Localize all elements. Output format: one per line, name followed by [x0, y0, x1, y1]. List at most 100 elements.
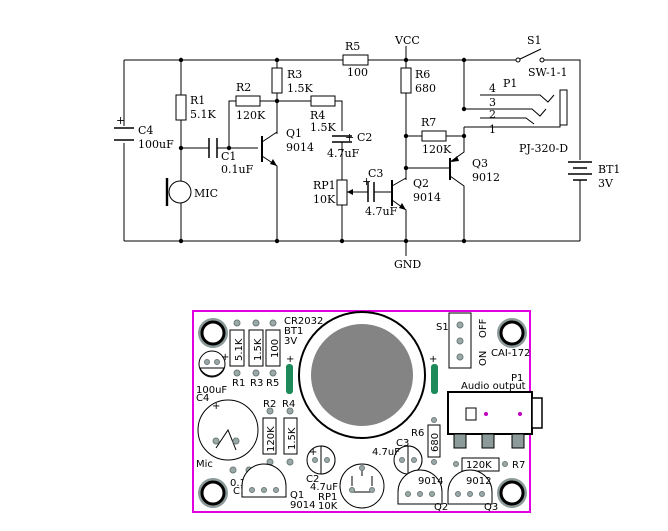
r6-resistor [400, 67, 412, 94]
pcb-r5-value: 100 [270, 339, 281, 358]
pcb-r3 [248, 329, 264, 367]
rp1-ref: RP1 [313, 179, 336, 192]
pad [453, 433, 467, 449]
pad [312, 457, 318, 463]
r7-value: 120K [422, 143, 452, 156]
pcb-c3-label: C3 [396, 438, 409, 449]
pad [273, 487, 279, 493]
q1-value: 9014 [286, 141, 314, 154]
pcb-q3-label: Q3 [484, 502, 498, 513]
mounting-hole [497, 478, 527, 508]
pcb-r1 [229, 329, 245, 367]
pad [204, 359, 210, 365]
pcb-rp1-wiper [351, 468, 373, 493]
p1-pin-3: 3 [489, 96, 496, 109]
pad [212, 437, 220, 445]
r1-ref: R1 [190, 94, 205, 107]
r5-resistor [342, 54, 369, 66]
pcb-q2-value: 9014 [418, 476, 443, 487]
c4-ref: C4 [138, 124, 153, 137]
junction-dot [461, 238, 467, 244]
battery-pad [311, 324, 413, 426]
pad [249, 487, 255, 493]
junction-dot [461, 106, 467, 112]
c2-ref: C2 [357, 131, 372, 144]
s1-ref: S1 [527, 34, 542, 47]
pad [431, 459, 437, 465]
pcb-r1-value: 5.1K [234, 338, 245, 361]
q2-value: 9014 [413, 191, 441, 204]
pad [252, 369, 260, 377]
pad [405, 491, 411, 497]
junction-dot [461, 57, 467, 63]
pad [286, 458, 294, 466]
p1-pin-2: 2 [489, 108, 496, 121]
pad [518, 412, 522, 416]
pad [269, 369, 277, 377]
rp1-wiper-arrow [347, 189, 353, 195]
pcb-layout: CR2032 BT1 3V + + S1 OFF ON CAI-172 P1 A… [192, 310, 543, 513]
mounting-hole [497, 318, 527, 348]
r5-value: 100 [347, 66, 368, 79]
pcb-q3-value: 9012 [466, 476, 491, 487]
pcb-q1-value: 9014 [290, 500, 315, 511]
c3-ref: C3 [368, 167, 383, 180]
r2-resistor [235, 95, 261, 107]
junction-dot [274, 57, 280, 63]
pad [266, 407, 274, 415]
pcb-r5 [265, 329, 281, 367]
pcb-rp1-label: RP1 [318, 492, 337, 503]
vcc-label: VCC [394, 34, 420, 47]
pad [467, 491, 473, 497]
s1-contact [539, 57, 545, 63]
gnd-label: GND [394, 258, 421, 271]
p1-pin3-contact [480, 108, 547, 117]
pad [456, 353, 464, 361]
pcb-r6-label: R6 [411, 428, 424, 439]
pad [479, 491, 485, 497]
pad [229, 466, 237, 474]
pad [481, 433, 495, 449]
pad [349, 487, 355, 493]
schematic: + C4 100uF R1 5.1K MIC C1 0.1uF R2 120K … [114, 34, 620, 271]
junction-dot [178, 57, 184, 63]
p1-pin1-wire [464, 94, 566, 128]
c4-capacitor: + [114, 114, 134, 141]
r1-resistor [175, 94, 187, 121]
pcb-cr2032: CR2032 [284, 316, 323, 327]
bt1-value: 3V [598, 177, 614, 190]
pcb-r6-value: 680 [430, 433, 441, 452]
pad [453, 461, 459, 467]
pcb-r7-label: R7 [512, 460, 525, 471]
junction-dot [339, 238, 345, 244]
pcb-plus: + [286, 354, 294, 365]
r4-ref: R4 [310, 109, 325, 122]
pad [359, 465, 365, 471]
pad [484, 412, 488, 416]
pcb-r4 [283, 417, 298, 455]
c4-value: 100uF [138, 138, 174, 151]
s1-contact [515, 57, 521, 63]
pcb-plus: + [429, 354, 437, 365]
r3-value: 1.5K [287, 82, 313, 95]
pad [286, 407, 294, 415]
c3-plus: + [362, 175, 371, 188]
c2-plus: + [345, 131, 354, 144]
p1-ref: P1 [503, 77, 517, 90]
q3-transistor [449, 136, 465, 241]
pcb-plus: + [212, 401, 220, 412]
junction-dot [274, 238, 280, 244]
battery-contact [286, 364, 293, 394]
pcb-r7-value: 120K [466, 460, 492, 471]
c1-value: 0.1uF [221, 163, 254, 176]
c3-value: 4.7uF [365, 205, 398, 218]
p1-pin-4: 4 [489, 82, 496, 95]
r4-resistor [310, 95, 336, 107]
pcb-audio-output: Audio output [461, 381, 526, 392]
q3-value: 9012 [472, 171, 500, 184]
r1-value: 5.1K [190, 108, 216, 121]
pad [431, 417, 437, 423]
pcb-r3-label: R3 [250, 378, 263, 389]
r6-value: 680 [415, 82, 436, 95]
